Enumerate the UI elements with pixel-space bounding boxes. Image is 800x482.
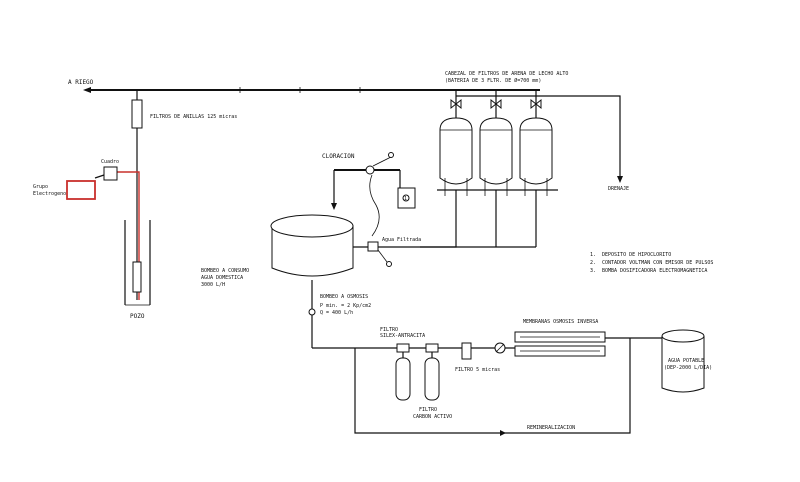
agua-domestica-label: AGUA DOMESTICA (201, 275, 243, 281)
filtro-silex-label: FILTRO (380, 327, 398, 333)
marker-1-label: 1 (404, 196, 407, 202)
cabezal-label: CABEZAL DE FILTROS DE ARENA DE LECHO ALT… (445, 71, 568, 77)
sand-filter-3 (519, 90, 553, 196)
valve-icon (450, 98, 542, 110)
return-arrow-icon (500, 430, 506, 436)
ring-filter (131, 99, 143, 129)
chlorine-arrow-icon (331, 203, 337, 210)
dosing-pump-icon (365, 165, 375, 175)
legend-2-text: CONTADOR VOLTMAN CON EMISOR DE PULSOS (602, 260, 713, 266)
electrogeno-label: Electrogeno (33, 191, 66, 197)
remineralizacion-label: REMINERALIZACION (527, 425, 575, 431)
marker-2 (386, 261, 392, 267)
drain-pipe (456, 95, 621, 178)
membranas-label: MEMBRANAS OSMOSIS INVERSA (523, 319, 598, 325)
q-flow-label: Q = 400 L/h (320, 310, 353, 316)
legend-3-num: 3. (590, 268, 596, 274)
leader-3 (372, 156, 392, 167)
marker-3 (388, 152, 394, 158)
meter-icon (367, 241, 379, 252)
leader-2 (377, 249, 388, 263)
drain-arrow-icon (617, 176, 623, 183)
generator-box (66, 180, 96, 200)
grupo-label: Grupo (33, 184, 48, 190)
power-cable (117, 171, 140, 300)
filter-outlet-pipe (420, 190, 457, 248)
carbon-activo-label: CARBON ACTIVO (413, 414, 452, 420)
control-panel-icon (103, 166, 118, 181)
flow-arrow-icon (83, 87, 91, 93)
a-riego-label: A RIEGO (68, 79, 94, 86)
legend-2-num: 2. (590, 260, 596, 266)
cartridge-filter (461, 342, 472, 360)
tank-marker (402, 194, 410, 202)
pipe-ticks (239, 87, 361, 93)
pozo-label: POZO (130, 313, 145, 320)
feed-pump-icon (308, 308, 316, 316)
bombeo-osmosis-label: BOMBEO A OSMOSIS (320, 294, 368, 300)
submersible-pump-icon (132, 261, 142, 293)
pulse-signal-wire (369, 174, 380, 237)
legend-1-num: 1. (590, 252, 596, 258)
bombeo-consumo-label: BOMBEO A CONSUMO (201, 268, 249, 274)
silex-antracita-label: SILEX-ANTRACITA (380, 333, 425, 339)
filtros-anillas-label: FILTROS DE ANILLAS 125 micras (150, 114, 237, 120)
potable-water-tank (661, 329, 705, 393)
sand-filter-2 (479, 90, 513, 196)
dep-label: (DEP-2000 L/DIA) (664, 365, 712, 371)
legend-3-text: BOMBA DOSIFICADORA ELECTROMAGNETICA (602, 268, 707, 274)
cuadro-label: Cuadro (101, 159, 119, 165)
agua-potable-label: AGUA POTABLE (668, 358, 704, 364)
drenaje-label: DRENAJE (608, 186, 629, 192)
filtro-carbon-label: FILTRO (419, 407, 437, 413)
ro-membrane-module (514, 331, 606, 357)
well-casing (124, 220, 151, 306)
caudal-domestico-label: 3000 L/H (201, 282, 225, 288)
sand-filter-1 (439, 90, 473, 196)
p-min-label: P min. = 2 Kp/cm2 (320, 303, 371, 309)
pump-mark (495, 343, 505, 353)
cloracion-label: CLORACION (322, 153, 355, 160)
remineralization-loop (354, 338, 631, 434)
carbon-filter (424, 343, 440, 401)
agua-filtrada-label: Agua Filtrada (382, 237, 421, 243)
silex-filter (395, 343, 411, 401)
legend: 1. DEPOSITO DE HIPOCLORITO 2. CONTADOR V… (590, 252, 713, 274)
filtro-5-label: FILTRO 5 micras (455, 367, 500, 373)
cabezal-sub-label: (BATERIA DE 3 FLTR. DE Ø=700 mm) (445, 77, 541, 84)
storage-tank (270, 214, 354, 277)
panel-link (94, 174, 105, 179)
legend-1-text: DEPOSITO DE HIPOCLORITO (602, 252, 671, 258)
